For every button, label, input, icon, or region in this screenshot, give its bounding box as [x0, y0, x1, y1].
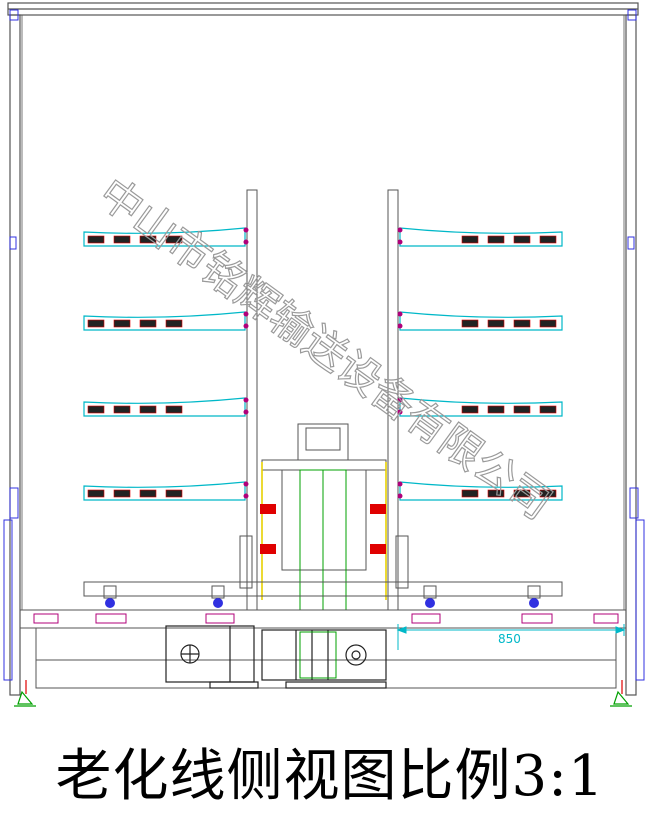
side-brackets	[3, 9, 645, 681]
watermark-text: 中山市铭辉输送设备有限公司	[90, 168, 561, 529]
product-blocks	[87, 235, 557, 498]
drawing-caption: 老化线侧视图比例3:1	[55, 744, 605, 809]
lift-unit	[239, 423, 409, 611]
mount-points	[243, 227, 403, 499]
motor-gearbox	[165, 625, 387, 689]
dimension-line	[396, 624, 626, 650]
dimension-label: 850	[498, 632, 521, 646]
red-feet-marks	[25, 680, 623, 694]
outer-frame	[7, 2, 639, 696]
base-slots	[33, 613, 619, 624]
green-shaft-detail	[299, 631, 337, 679]
right-shelves	[399, 227, 563, 501]
red-guides	[260, 504, 386, 554]
feet	[14, 690, 632, 707]
casters	[103, 585, 541, 608]
